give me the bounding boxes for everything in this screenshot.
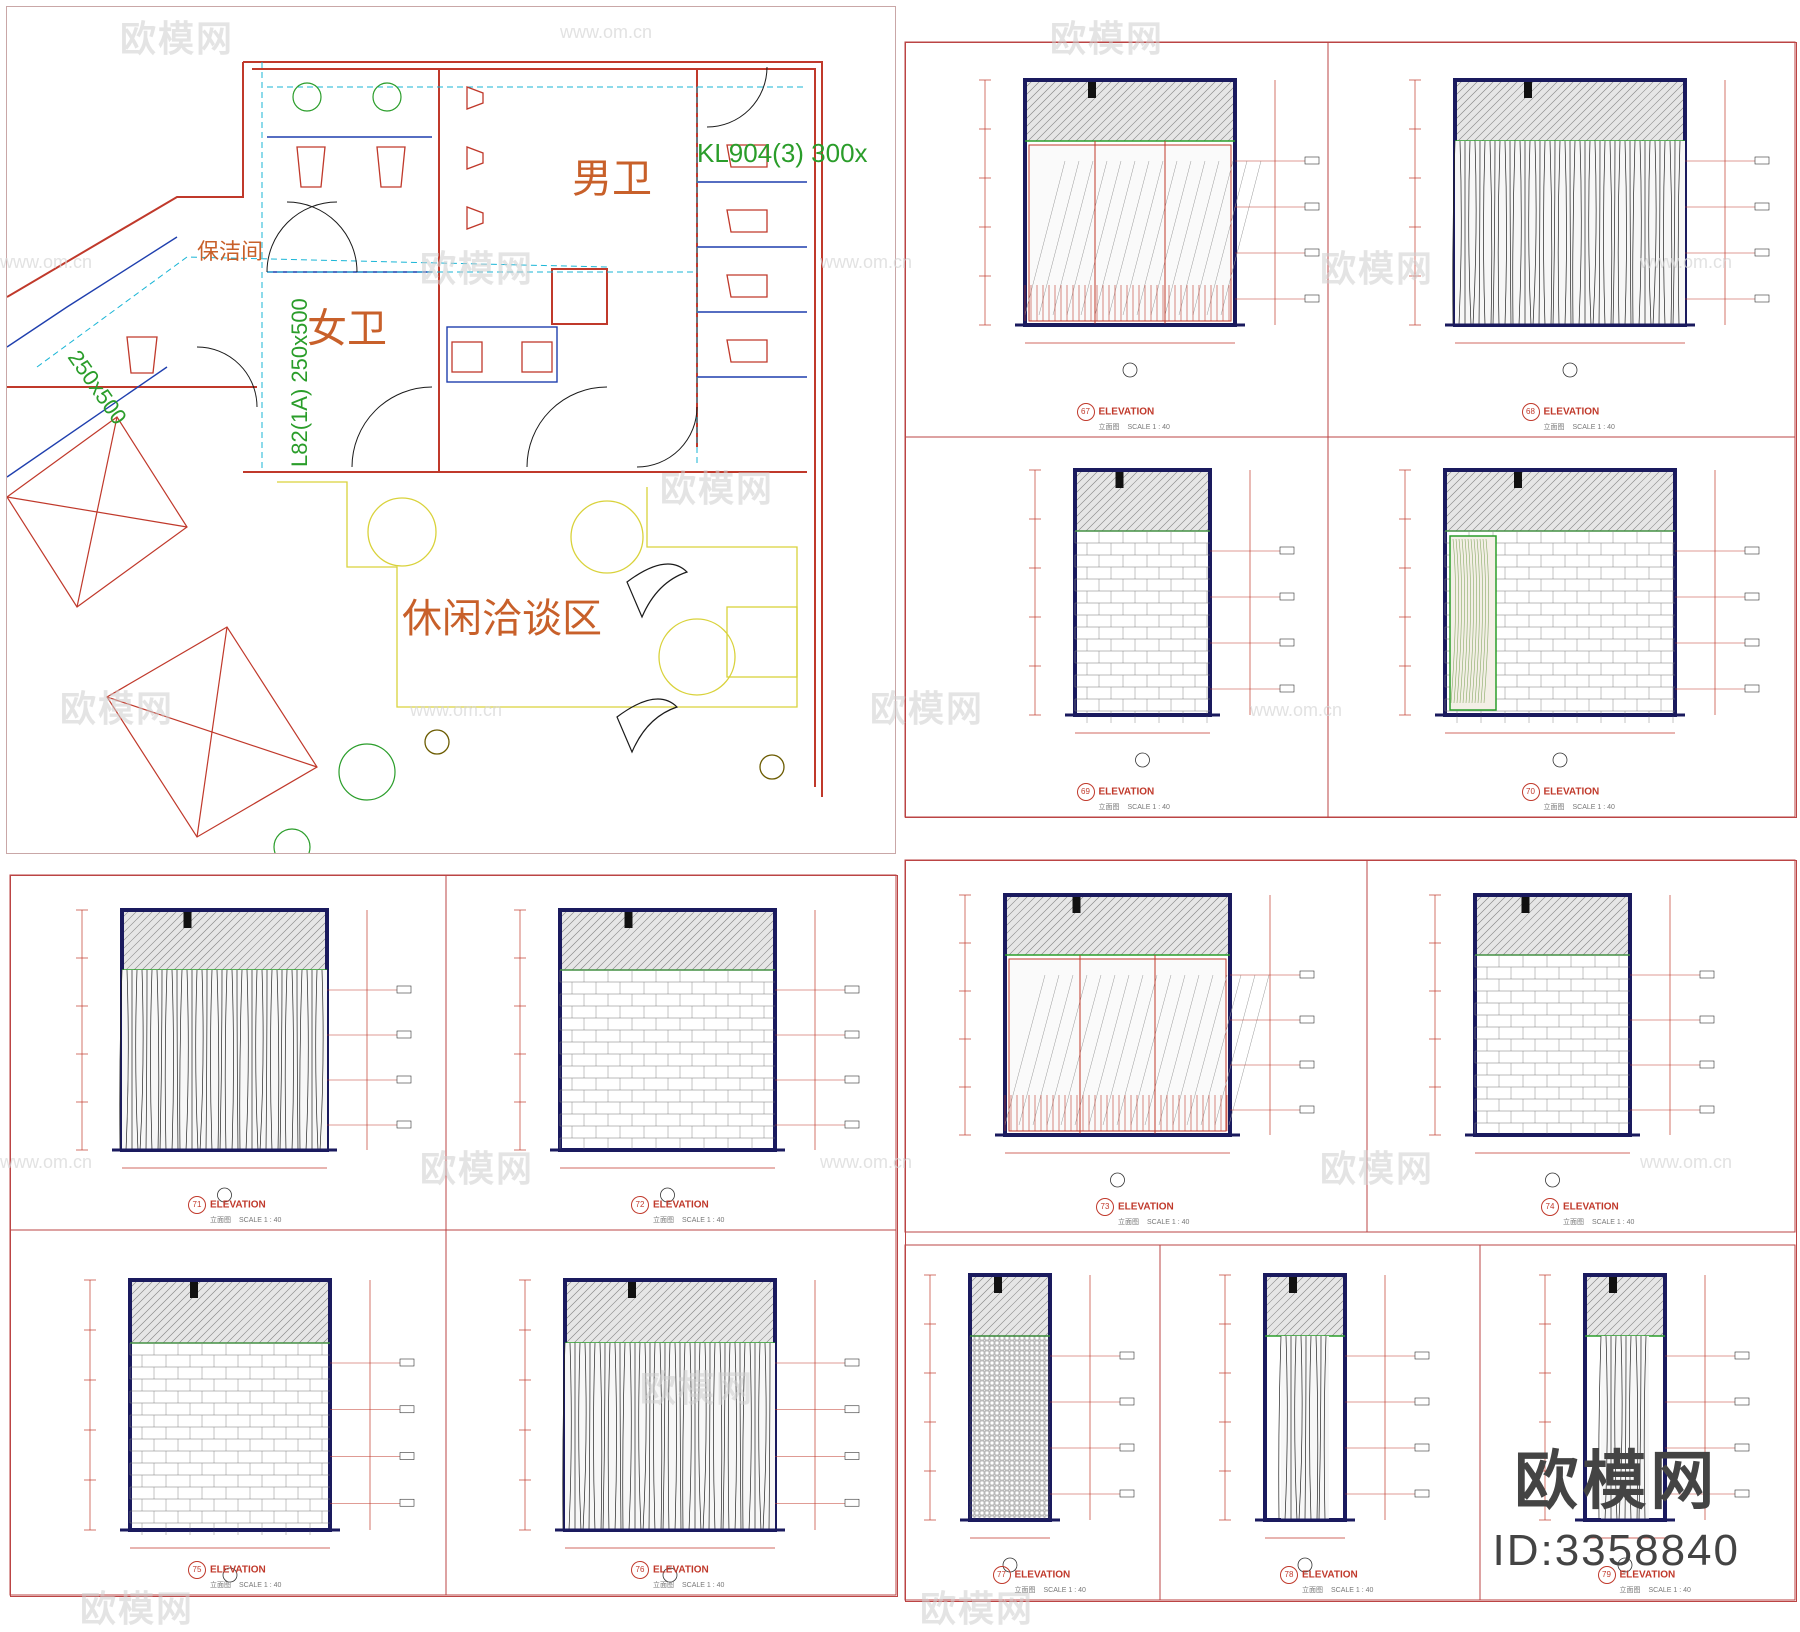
elevation-caption: ELEVATION [653,1564,709,1576]
elevation-scale: SCALE 1 : 40 [1572,804,1615,811]
elevation-title-block: 72 ELEVATION 立面图 SCALE 1 : 40 [631,1196,724,1225]
elevation-10 [445,1229,897,1596]
elevation-subtitle: 立面图 [1098,804,1120,811]
elevation-subtitle: 立面图 [1098,424,1120,431]
floor-plan-drawing: 男卫 女卫 保洁间 休闲洽谈区 KL904(3) 300x L82(1A) 25… [7,61,868,853]
elevation-scale: SCALE 1 : 40 [1127,424,1170,431]
elevation-9 [9,1229,447,1596]
elevation-11 [904,1244,1161,1601]
elevation-caption: ELEVATION [1619,1569,1676,1581]
elevation-scale: SCALE 1 : 40 [1572,424,1615,431]
elevation-scale: SCALE 1 : 40 [1331,1587,1374,1594]
plan-partitions [7,136,807,478]
elevation-number: 69 [1076,783,1095,801]
elevation-scale: SCALE 1 : 40 [1147,1219,1190,1226]
elevation-4 [1327,436,1796,818]
branding-block: 欧模网 ID:3358840 [1492,1430,1740,1576]
male-restroom-label: 男卫 [572,156,652,202]
elevation-subtitle: 立面图 [653,1582,674,1589]
elevation-3 [904,436,1329,818]
elevation-subtitle: 立面图 [210,1217,231,1224]
elevation-number: 76 [631,1561,649,1579]
elevation-5 [9,874,447,1231]
elevation-number: 73 [1096,1198,1114,1216]
elevation-title-block: 73 ELEVATION 立面图 SCALE 1 : 40 [1096,1198,1189,1227]
elevation-title-block: 76 ELEVATION 立面图 SCALE 1 : 40 [631,1561,724,1590]
elevation-title-block: 71 ELEVATION 立面图 SCALE 1 : 40 [188,1196,281,1225]
plan-shafts [7,416,318,838]
floor-plan-panel: 男卫 女卫 保洁间 休闲洽谈区 KL904(3) 300x L82(1A) 25… [6,6,896,854]
elevation-number: 67 [1076,403,1095,421]
elevation-title-block: 74 ELEVATION 立面图 SCALE 1 : 40 [1541,1198,1634,1227]
elevation-scale: SCALE 1 : 40 [239,1217,282,1224]
elevation-scale: SCALE 1 : 40 [1127,804,1170,811]
elevation-subtitle: 立面图 [1543,424,1565,431]
elevation-13 [1479,1244,1796,1601]
beam-label-2: L82(1A) 250x500 [287,298,312,467]
elevation-caption: ELEVATION [210,1199,266,1211]
elevation-number: 68 [1521,403,1540,421]
elevation-subtitle: 立面图 [1302,1587,1323,1594]
elevation-scale: SCALE 1 : 40 [682,1217,725,1224]
plan-plants [273,82,402,853]
elevation-caption: ELEVATION [1118,1201,1174,1213]
plan-lounge-furniture [277,481,798,780]
cleaning-room-label: 保洁间 [197,240,263,265]
elevation-subtitle: 立面图 [653,1217,674,1224]
elevation-subtitle: 立面图 [210,1582,231,1589]
elevation-caption: ELEVATION [1563,1201,1619,1213]
elevation-subtitle: 立面图 [1118,1219,1139,1226]
elevation-12 [1159,1244,1481,1601]
elevation-number: 72 [631,1196,649,1214]
elevation-8 [1366,859,1796,1233]
elevation-number: 70 [1521,783,1540,801]
elevation-subtitle: 立面图 [1619,1587,1641,1594]
elevation-subtitle: 立面图 [1563,1219,1584,1226]
elevation-title-block: 75 ELEVATION 立面图 SCALE 1 : 40 [188,1561,281,1590]
elevation-title-block: 78 ELEVATION 立面图 SCALE 1 : 40 [1280,1566,1373,1595]
elevation-caption: ELEVATION [1302,1569,1358,1581]
elevation-subtitle: 立面图 [1014,1587,1036,1594]
elevation-caption: ELEVATION [653,1199,709,1211]
elevation-number: 75 [188,1561,206,1579]
elevation-6 [445,874,897,1231]
lounge-label: 休闲洽谈区 [402,596,602,642]
elevation-scale: SCALE 1 : 40 [239,1582,282,1589]
elevation-caption: ELEVATION [1098,406,1155,418]
elevation-caption: ELEVATION [1543,406,1600,418]
plan-chairs [616,563,689,754]
elevation-caption: ELEVATION [210,1564,266,1576]
elevation-caption: ELEVATION [1014,1569,1071,1581]
brand-logo: 欧模网 [1514,1445,1719,1519]
elevation-scale: SCALE 1 : 40 [1592,1219,1635,1226]
elevation-subtitle: 立面图 [1543,804,1565,811]
plan-doors [196,66,768,468]
elevation-number: 74 [1541,1198,1559,1216]
elevation-number: 78 [1280,1566,1298,1584]
elevation-scale: SCALE 1 : 40 [1043,1587,1086,1594]
elevation-number: 77 [992,1566,1011,1584]
elevation-7 [904,859,1368,1233]
elevation-1 [904,41,1329,438]
elevation-2 [1327,41,1796,438]
elevation-number: 71 [188,1196,206,1214]
plan-fixtures [126,86,768,374]
brand-id: ID:3358840 [1492,1526,1740,1575]
plan-beams [36,62,807,472]
elevation-scale: SCALE 1 : 40 [1648,1587,1691,1594]
elevation-caption: ELEVATION [1543,786,1600,798]
beam-label-1: KL904(3) 300x [697,138,868,168]
elevation-scale: SCALE 1 : 40 [682,1582,725,1589]
elevation-caption: ELEVATION [1098,786,1155,798]
female-restroom-label: 女卫 [307,306,387,352]
